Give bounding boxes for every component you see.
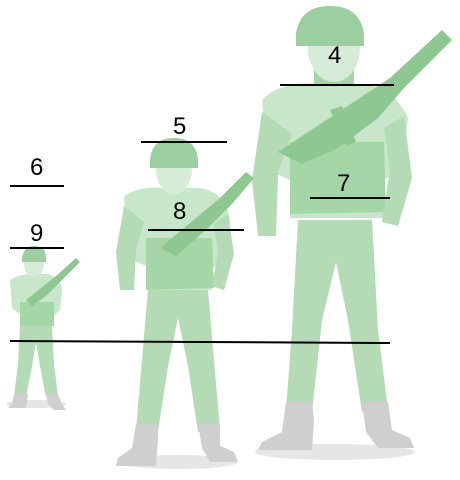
label-8: 8 — [173, 198, 187, 225]
label-5: 5 — [173, 113, 187, 140]
rule-label-5 — [141, 141, 227, 143]
label-7: 7 — [337, 170, 351, 197]
rule-label-7 — [310, 197, 390, 199]
rule-label-6 — [10, 185, 64, 187]
label-9: 9 — [30, 220, 44, 247]
medium-soldier — [116, 138, 254, 469]
large-soldier — [252, 6, 452, 460]
small-soldier — [6, 246, 80, 410]
rule-label-4 — [280, 84, 394, 86]
rule-label-9 — [10, 247, 64, 249]
rule-label-8 — [148, 229, 244, 231]
label-6: 6 — [30, 154, 44, 181]
label-4: 4 — [328, 42, 342, 69]
